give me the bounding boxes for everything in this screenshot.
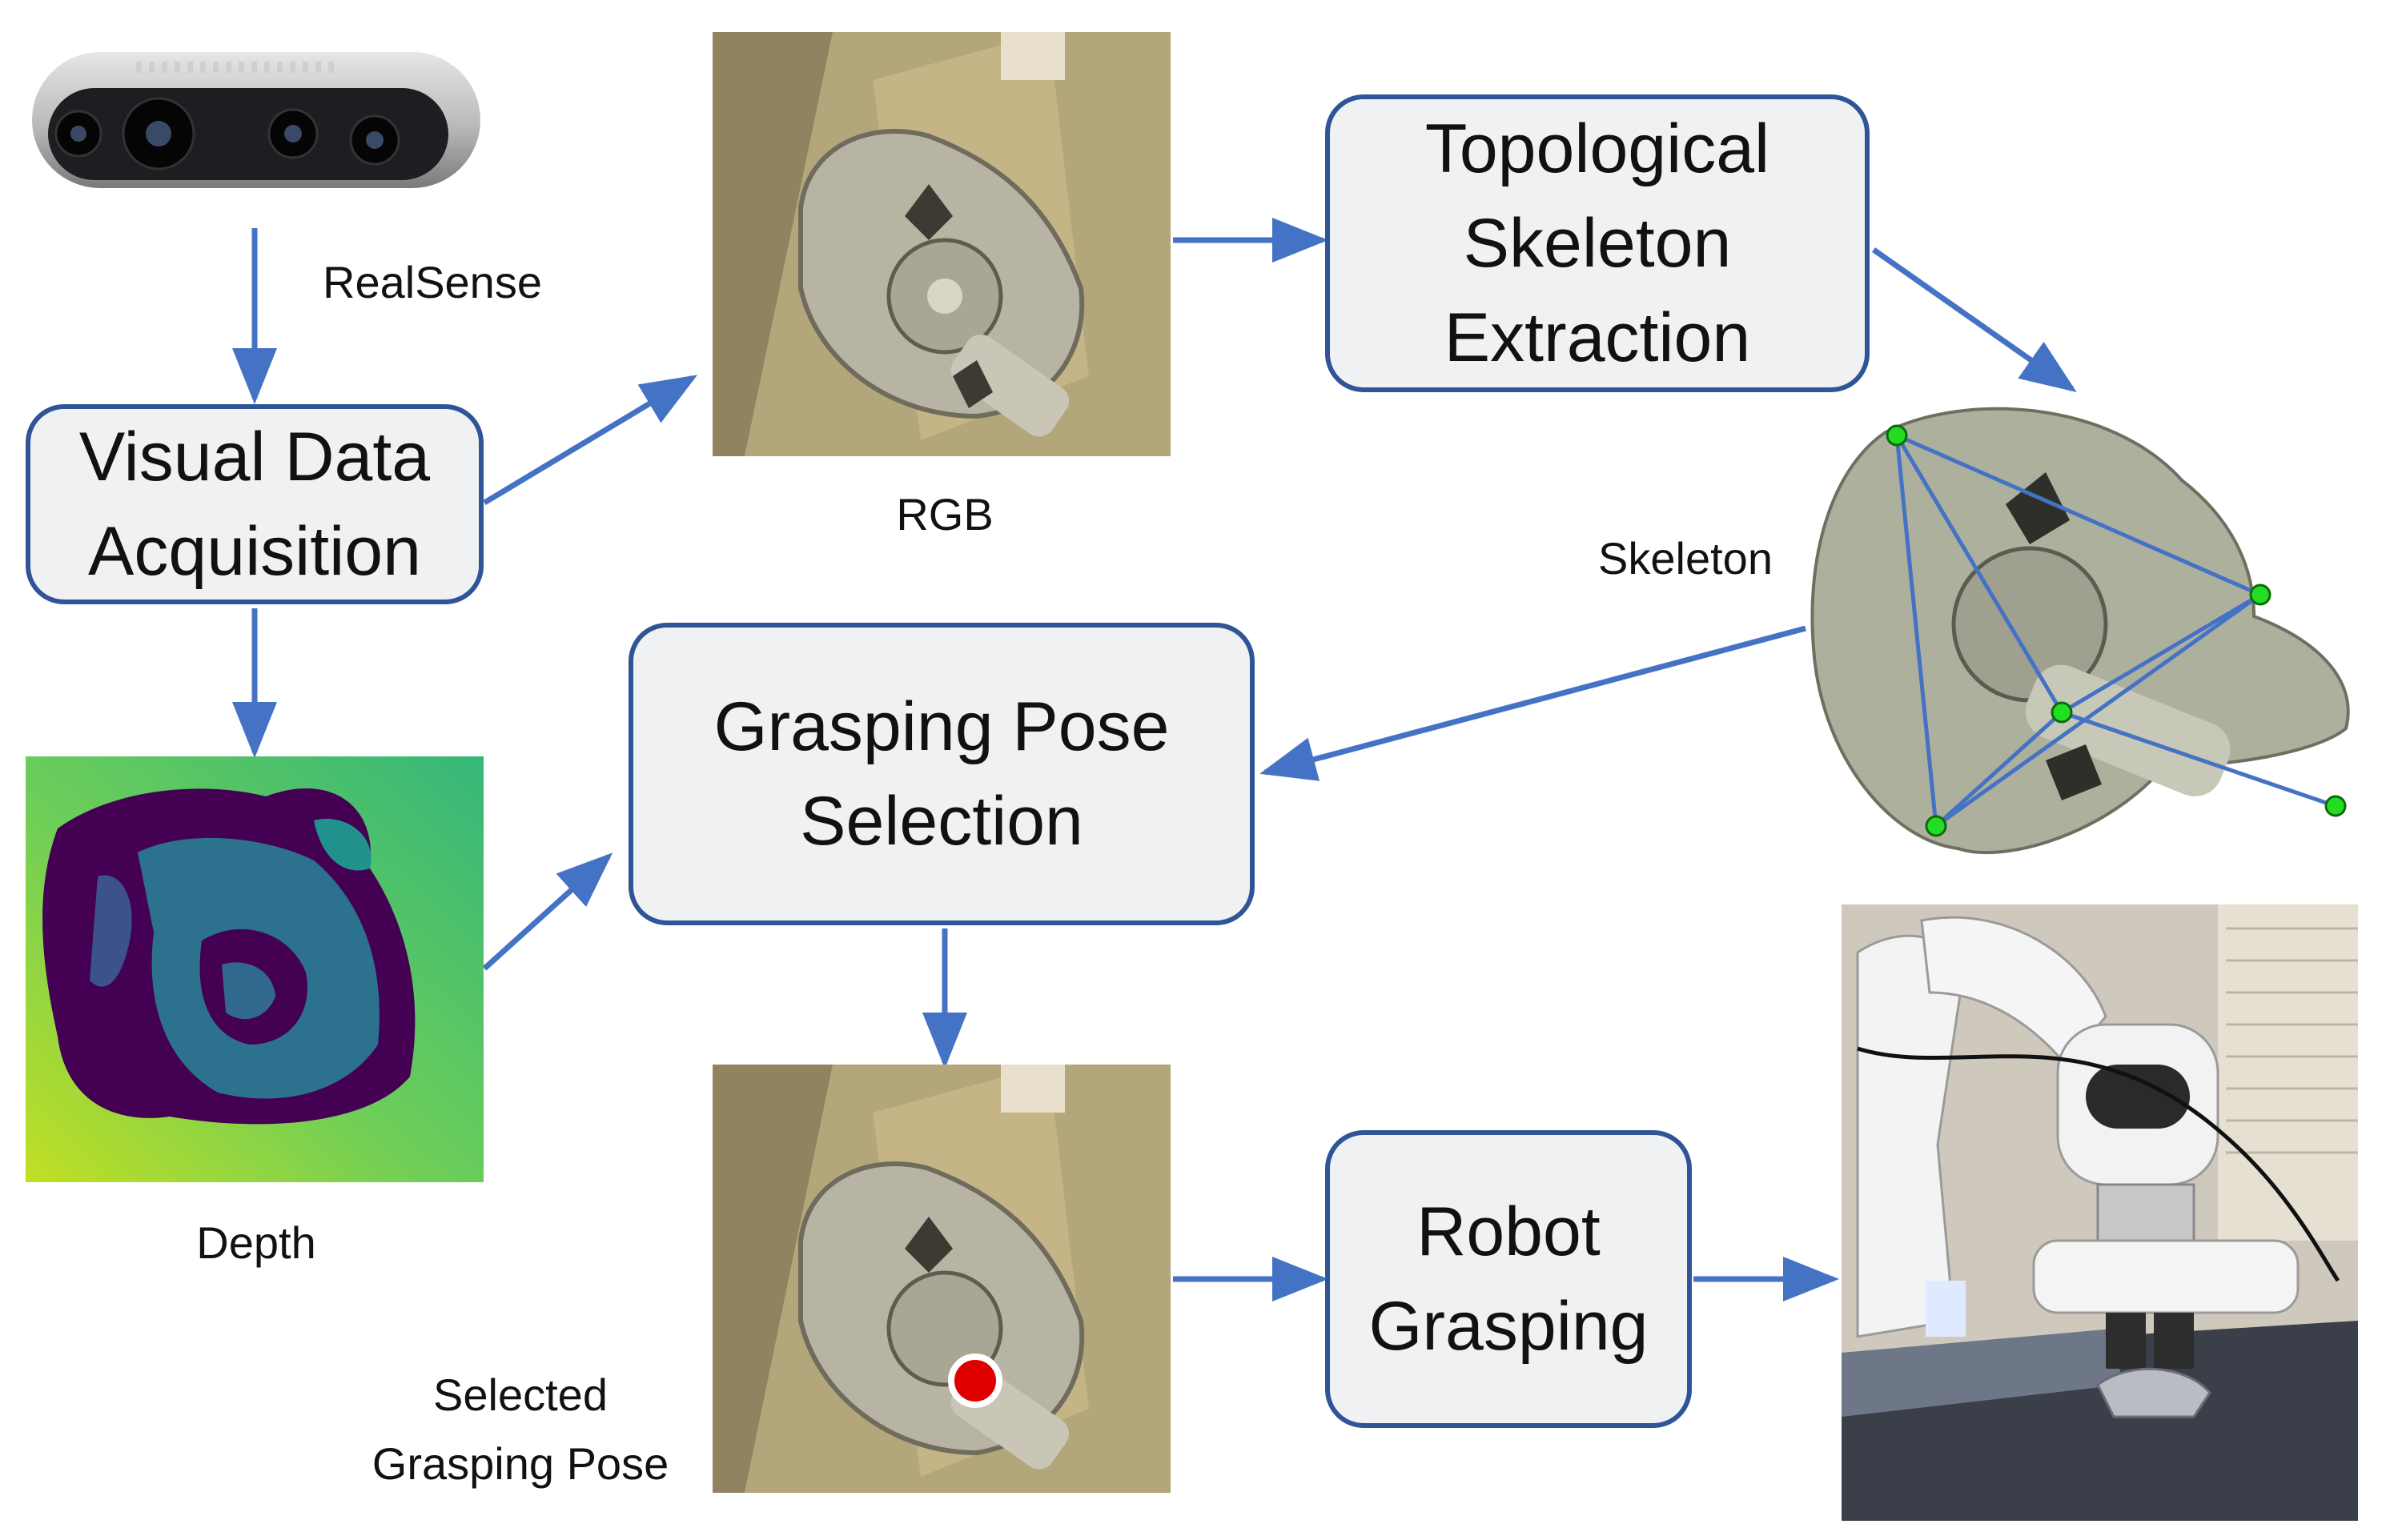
arrow-topological-to-skeleton (1871, 247, 2077, 393)
arrow-acquisition-to-rgb (483, 375, 698, 506)
realsense-camera-image (32, 52, 480, 188)
rgb-image (713, 32, 1171, 456)
arrow-depth-to-grasping-selection (482, 852, 613, 971)
skeleton-image (1810, 407, 2350, 855)
grasping-pose-selection-box: Grasping Pose Selection (629, 623, 1255, 925)
caption-selected-grasping-pose: Selected Grasping Pose (372, 1370, 669, 1489)
visual-data-acquisition-box: Visual Data Acquisition (26, 404, 484, 604)
robot-arm-image (1842, 904, 2358, 1521)
depth-image (26, 756, 484, 1182)
arrow-skeleton-to-grasping-selection (1259, 625, 1806, 781)
robot-grasping-box: Robot Grasping (1325, 1130, 1692, 1428)
caption-rgb: RGB (896, 489, 994, 539)
caption-realsense: RealSense (323, 257, 542, 307)
caption-skeleton: Skeleton (1598, 533, 1773, 584)
topological-skeleton-extraction-box: Topological Skeleton Extraction (1325, 94, 1870, 392)
selected-grasping-pose-image (713, 1065, 1171, 1493)
caption-depth: Depth (196, 1217, 316, 1268)
grasp-point-marker (948, 1354, 1002, 1408)
